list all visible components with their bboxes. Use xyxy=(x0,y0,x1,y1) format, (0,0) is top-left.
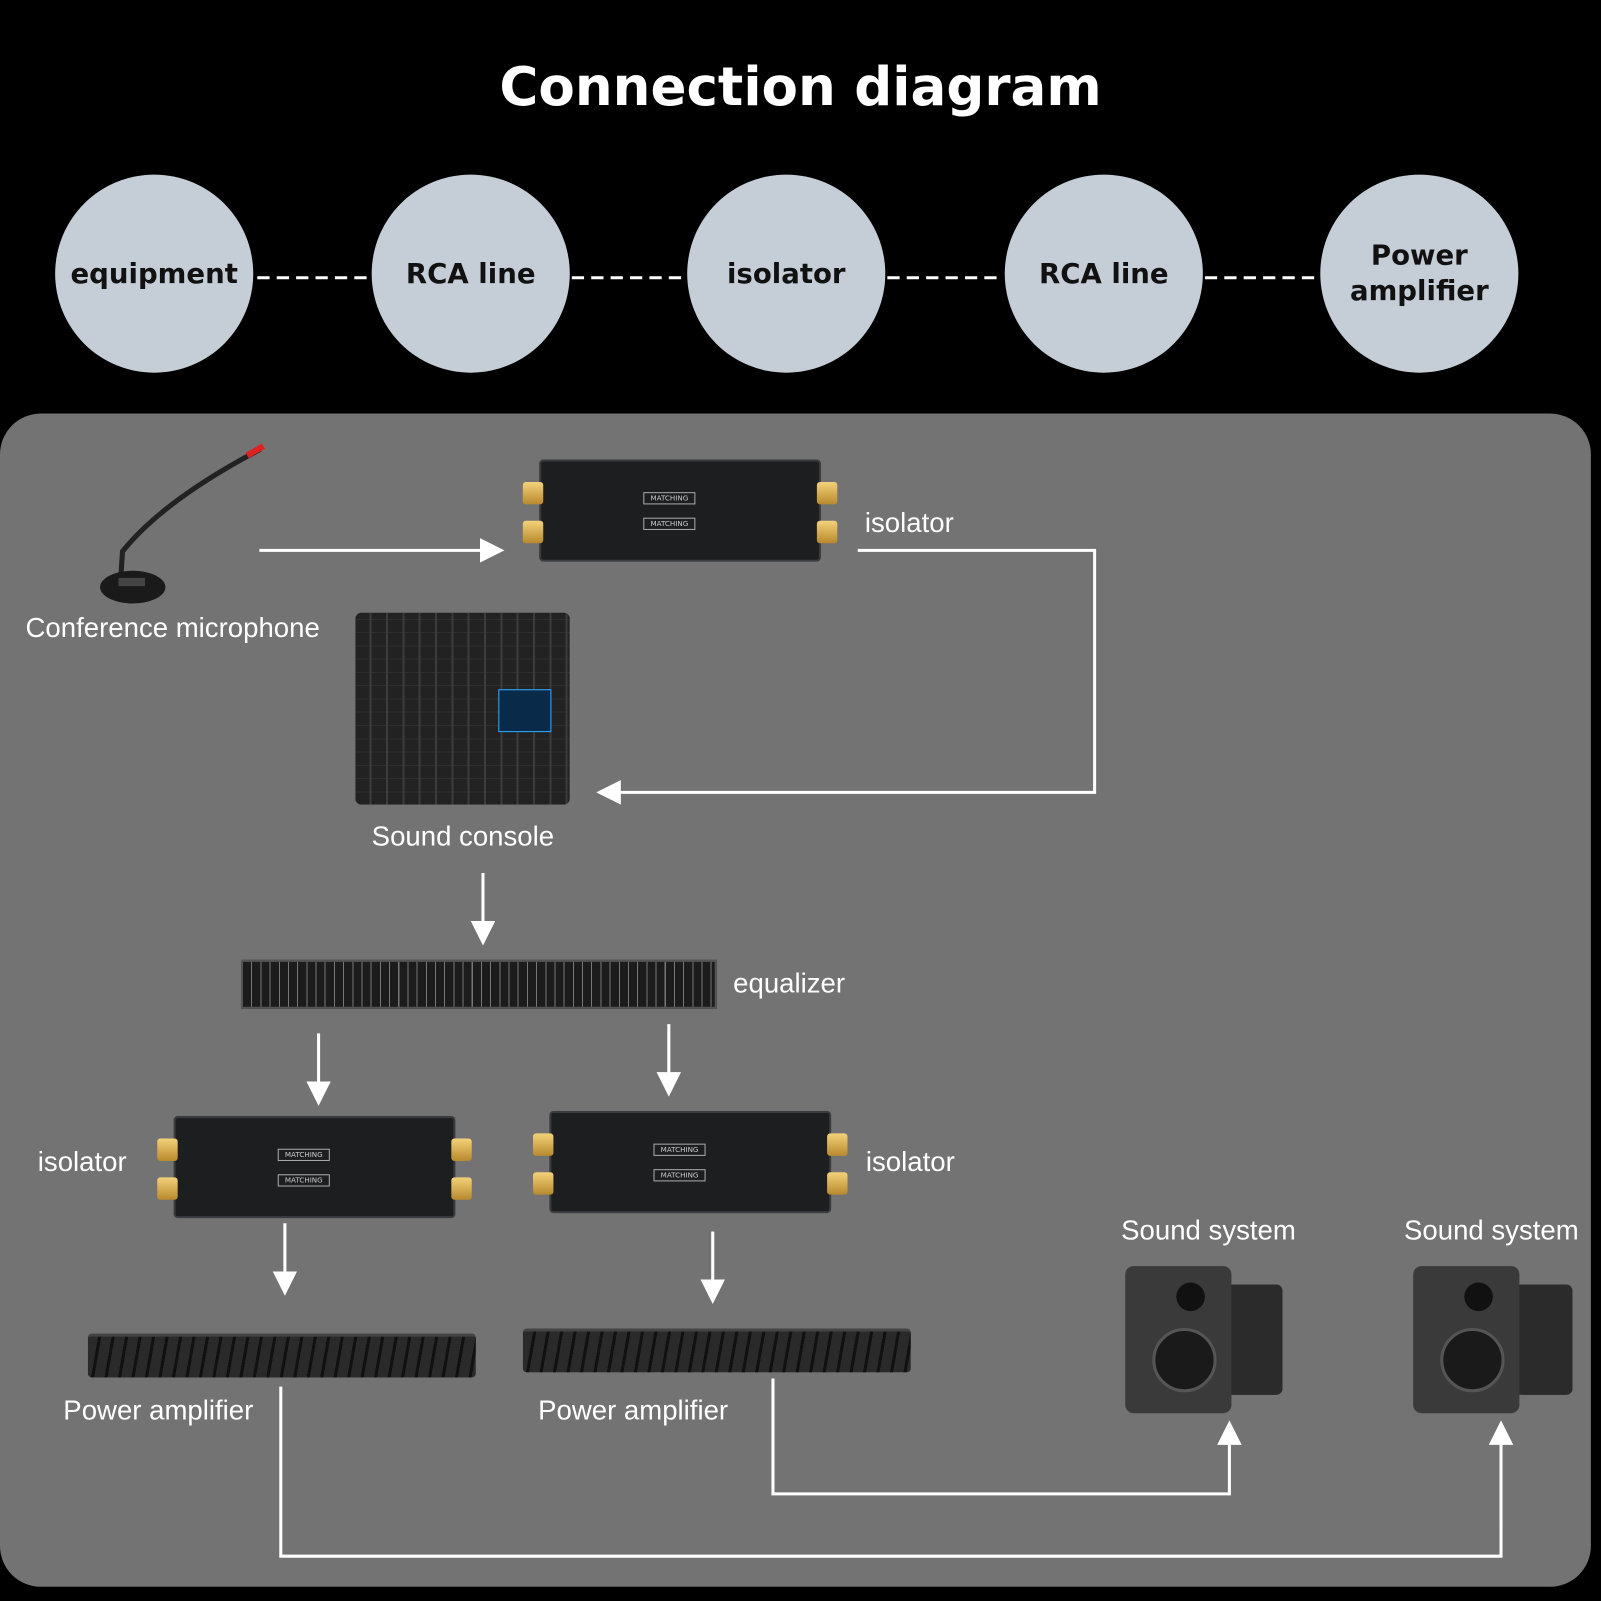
page-title: Connection diagram xyxy=(499,57,1102,119)
speaker-1-label: Sound system xyxy=(1121,1215,1296,1246)
isolator-right-image: MATCHING MATCHING xyxy=(533,1110,848,1214)
console-display xyxy=(498,689,552,733)
isolator-left-image: MATCHING MATCHING xyxy=(157,1116,472,1219)
chain-node-equipment: equipment xyxy=(55,174,254,373)
chain-node-rca-line: RCA line xyxy=(371,174,570,373)
chain-node-power-amplifier: Power amplifier xyxy=(1320,174,1519,373)
amp-right-label: Power amplifier xyxy=(538,1394,729,1426)
arrow-amp-right-to-speaker-1 xyxy=(771,1378,1242,1496)
equalizer-image xyxy=(240,959,717,1009)
rca-jack xyxy=(816,481,838,505)
chain-label: RCA line xyxy=(1038,257,1169,290)
chain-label: isolator xyxy=(726,257,846,290)
isolator-left-label: isolator xyxy=(37,1146,127,1178)
matching-label: MATCHING xyxy=(277,1174,330,1187)
rca-jack xyxy=(522,481,544,505)
matching-label: MATCHING xyxy=(643,517,696,530)
power-amplifier-left-image xyxy=(87,1333,476,1378)
speaker-2-label: Sound system xyxy=(1404,1215,1579,1246)
rca-jack xyxy=(522,520,544,544)
console-label: Sound console xyxy=(371,820,555,852)
power-amplifier-right-image xyxy=(522,1328,911,1373)
isolator-top-image: MATCHING MATCHING xyxy=(522,459,838,562)
equalizer-label: equalizer xyxy=(733,968,846,999)
microphone-label: Conference microphone xyxy=(25,612,320,644)
isolator-top-label: isolator xyxy=(864,507,954,539)
matching-label: MATCHING xyxy=(277,1148,330,1161)
rca-jack xyxy=(816,520,838,544)
matching-label: MATCHING xyxy=(643,492,696,505)
amp-left-label: Power amplifier xyxy=(63,1394,254,1426)
chain-node-rca-line-2: RCA line xyxy=(1004,174,1203,373)
arrow-isolator-to-console xyxy=(596,548,1097,805)
chain-label: Power amplifier xyxy=(1349,239,1489,308)
chain-label: RCA line xyxy=(405,257,536,290)
chain-label: equipment xyxy=(70,257,238,290)
matching-label: MATCHING xyxy=(653,1169,706,1182)
chain-node-isolator: isolator xyxy=(687,174,886,373)
arrow-amp-left-to-speaker-2 xyxy=(279,1386,1514,1558)
isolator-right-label: isolator xyxy=(865,1146,955,1178)
sound-console-image xyxy=(355,612,570,805)
matching-label: MATCHING xyxy=(653,1143,706,1156)
chain-dashes xyxy=(257,276,1320,280)
